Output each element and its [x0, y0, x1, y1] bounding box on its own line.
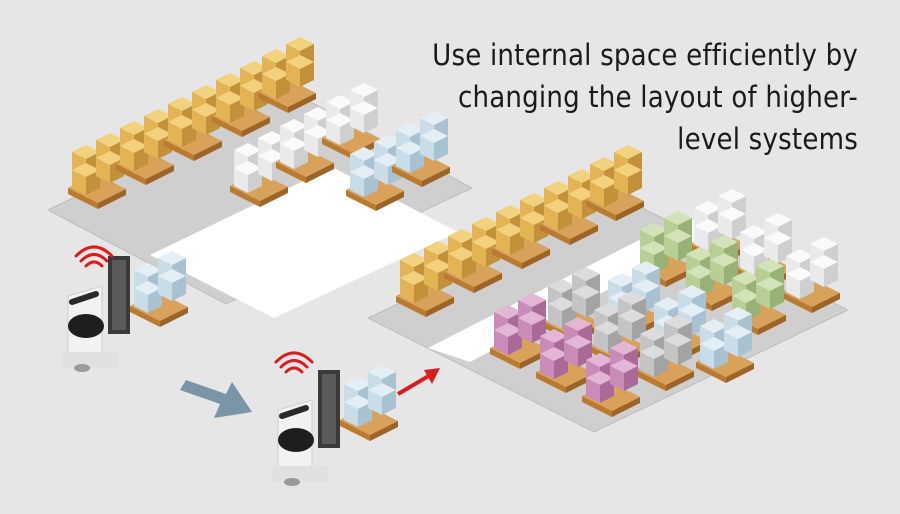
headline-text: Use internal space efficiently by changi…: [428, 34, 858, 160]
wifi-signal-icon: [74, 245, 114, 268]
wifi-signal-icon: [274, 351, 314, 374]
forklift-icon: [272, 365, 398, 486]
move-arrow-icon: [180, 380, 252, 418]
headline-line-2: changing the layout of higher-: [457, 80, 858, 114]
forklift-icon: [62, 251, 188, 372]
headline-line-1: Use internal space efficiently by: [432, 38, 858, 72]
red-arrow-icon: [396, 368, 440, 396]
headline-line-3: level systems: [677, 122, 858, 156]
